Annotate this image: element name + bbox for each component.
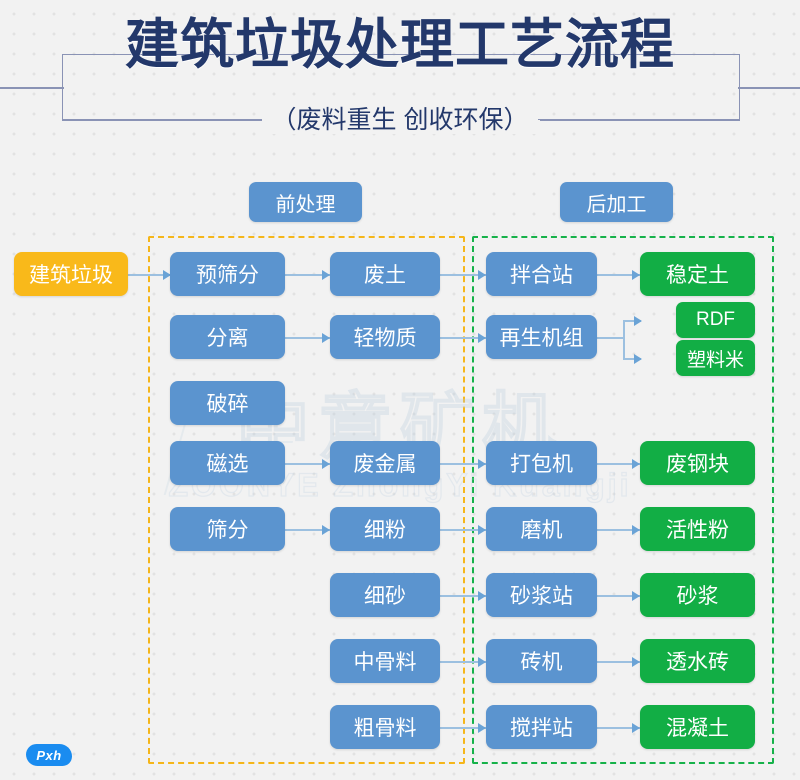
connector-coarseagg-batchst bbox=[440, 727, 486, 729]
connector-screen-finepow bbox=[285, 529, 330, 531]
subtitle-rule-left bbox=[62, 120, 262, 122]
arrowhead-presieve-wastesoil bbox=[322, 270, 330, 280]
connector-metal-baler bbox=[440, 463, 486, 465]
node-brick-machine[interactable]: 砖机 bbox=[486, 639, 597, 683]
title-rule-left bbox=[0, 87, 64, 89]
connector-regenunit-branch-stem bbox=[597, 337, 624, 339]
arrowhead-regenunit-rdf bbox=[634, 316, 642, 326]
node-fine-sand[interactable]: 细砂 bbox=[330, 573, 440, 617]
node-medium-aggregate[interactable]: 中骨料 bbox=[330, 639, 440, 683]
node-plastic-pellets[interactable]: 塑料米 bbox=[676, 340, 755, 376]
node-screening[interactable]: 筛分 bbox=[170, 507, 285, 551]
arrowhead-mortarst-mortar bbox=[632, 591, 640, 601]
arrowhead-screen-finepow bbox=[322, 525, 330, 535]
arrowhead-finesand-mortarst bbox=[478, 591, 486, 601]
connector-input-presieve bbox=[128, 274, 170, 276]
node-waste-soil[interactable]: 废土 bbox=[330, 252, 440, 296]
node-mixing-station[interactable]: 拌合站 bbox=[486, 252, 597, 296]
node-mortar[interactable]: 砂浆 bbox=[640, 573, 755, 617]
subtitle-row: （废料重生 创收环保） bbox=[0, 103, 800, 137]
node-stabilized-soil[interactable]: 稳定土 bbox=[640, 252, 755, 296]
connector-finepow-mill bbox=[440, 529, 486, 531]
node-active-powder[interactable]: 活性粉 bbox=[640, 507, 755, 551]
connector-finesand-mortarst bbox=[440, 595, 486, 597]
node-waste-metal[interactable]: 废金属 bbox=[330, 441, 440, 485]
connector-midagg-brickm bbox=[440, 661, 486, 663]
arrowhead-mill-activepow bbox=[632, 525, 640, 535]
arrowhead-magnetic-metal bbox=[322, 459, 330, 469]
connector-wastesoil-mixstation bbox=[440, 274, 486, 276]
node-light-material[interactable]: 轻物质 bbox=[330, 315, 440, 359]
arrowhead-coarseagg-batchst bbox=[478, 723, 486, 733]
title-rule-right bbox=[738, 87, 800, 89]
arrowhead-brickm-permbrick bbox=[632, 657, 640, 667]
node-scrap-steel-block[interactable]: 废钢块 bbox=[640, 441, 755, 485]
group-header-pre-treatment: 前处理 bbox=[249, 182, 362, 222]
node-baler-machine[interactable]: 打包机 bbox=[486, 441, 597, 485]
arrowhead-input-presieve bbox=[163, 270, 171, 280]
node-permeable-brick[interactable]: 透水砖 bbox=[640, 639, 755, 683]
node-separation[interactable]: 分离 bbox=[170, 315, 285, 359]
connector-mortarst-mortar bbox=[597, 595, 640, 597]
arrowhead-baler-steelblk bbox=[632, 459, 640, 469]
connector-batchst-concrete bbox=[597, 727, 640, 729]
arrowhead-separate-light bbox=[322, 333, 330, 343]
connector-baler-steelblk bbox=[597, 463, 640, 465]
arrowhead-midagg-brickm bbox=[478, 657, 486, 667]
page-title: 建筑垃圾处理工艺流程 bbox=[125, 15, 675, 75]
page-subtitle: （废料重生 创收环保） bbox=[0, 103, 800, 137]
zone-post-processing bbox=[472, 236, 774, 764]
node-regeneration-unit[interactable]: 再生机组 bbox=[486, 315, 597, 359]
connector-presieve-wastesoil bbox=[285, 274, 330, 276]
connector-mixstation-stabsoil bbox=[597, 274, 640, 276]
node-grinding-mill[interactable]: 磨机 bbox=[486, 507, 597, 551]
connector-separate-light bbox=[285, 337, 330, 339]
arrowhead-metal-baler bbox=[478, 459, 486, 469]
arrowhead-finepow-mill bbox=[478, 525, 486, 535]
subtitle-rule-right bbox=[540, 120, 740, 122]
page-subtitle-text: （废料重生 创收环保） bbox=[261, 106, 539, 134]
node-crushing[interactable]: 破碎 bbox=[170, 381, 285, 425]
connector-mill-activepow bbox=[597, 529, 640, 531]
arrowhead-regenunit-plastic bbox=[634, 354, 642, 364]
node-input-construction-waste[interactable]: 建筑垃圾 bbox=[14, 252, 128, 296]
node-magnetic-separation[interactable]: 磁选 bbox=[170, 441, 285, 485]
node-pre-screening[interactable]: 预筛分 bbox=[170, 252, 285, 296]
pxh-badge: Pxh bbox=[26, 744, 72, 766]
arrowhead-batchst-concrete bbox=[632, 723, 640, 733]
node-mortar-station[interactable]: 砂浆站 bbox=[486, 573, 597, 617]
group-header-post-processing: 后加工 bbox=[560, 182, 673, 222]
connector-regenunit-plastic bbox=[623, 358, 641, 360]
page-header: 建筑垃圾处理工艺流程 （废料重生 创收环保） bbox=[0, 0, 800, 150]
node-batching-station[interactable]: 搅拌站 bbox=[486, 705, 597, 749]
connector-regenunit-rdf bbox=[623, 320, 641, 322]
arrowhead-wastesoil-mixstation bbox=[478, 270, 486, 280]
arrowhead-mixstation-stabsoil bbox=[632, 270, 640, 280]
connector-light-regenunit bbox=[440, 337, 486, 339]
zone-pre-treatment bbox=[148, 236, 465, 764]
arrowhead-light-regenunit bbox=[478, 333, 486, 343]
connector-regenunit-branch-spine bbox=[623, 320, 625, 359]
node-rdf[interactable]: RDF bbox=[676, 302, 755, 338]
connector-brickm-permbrick bbox=[597, 661, 640, 663]
node-fine-powder[interactable]: 细粉 bbox=[330, 507, 440, 551]
node-coarse-aggregate[interactable]: 粗骨料 bbox=[330, 705, 440, 749]
node-concrete[interactable]: 混凝土 bbox=[640, 705, 755, 749]
connector-magnetic-metal bbox=[285, 463, 330, 465]
